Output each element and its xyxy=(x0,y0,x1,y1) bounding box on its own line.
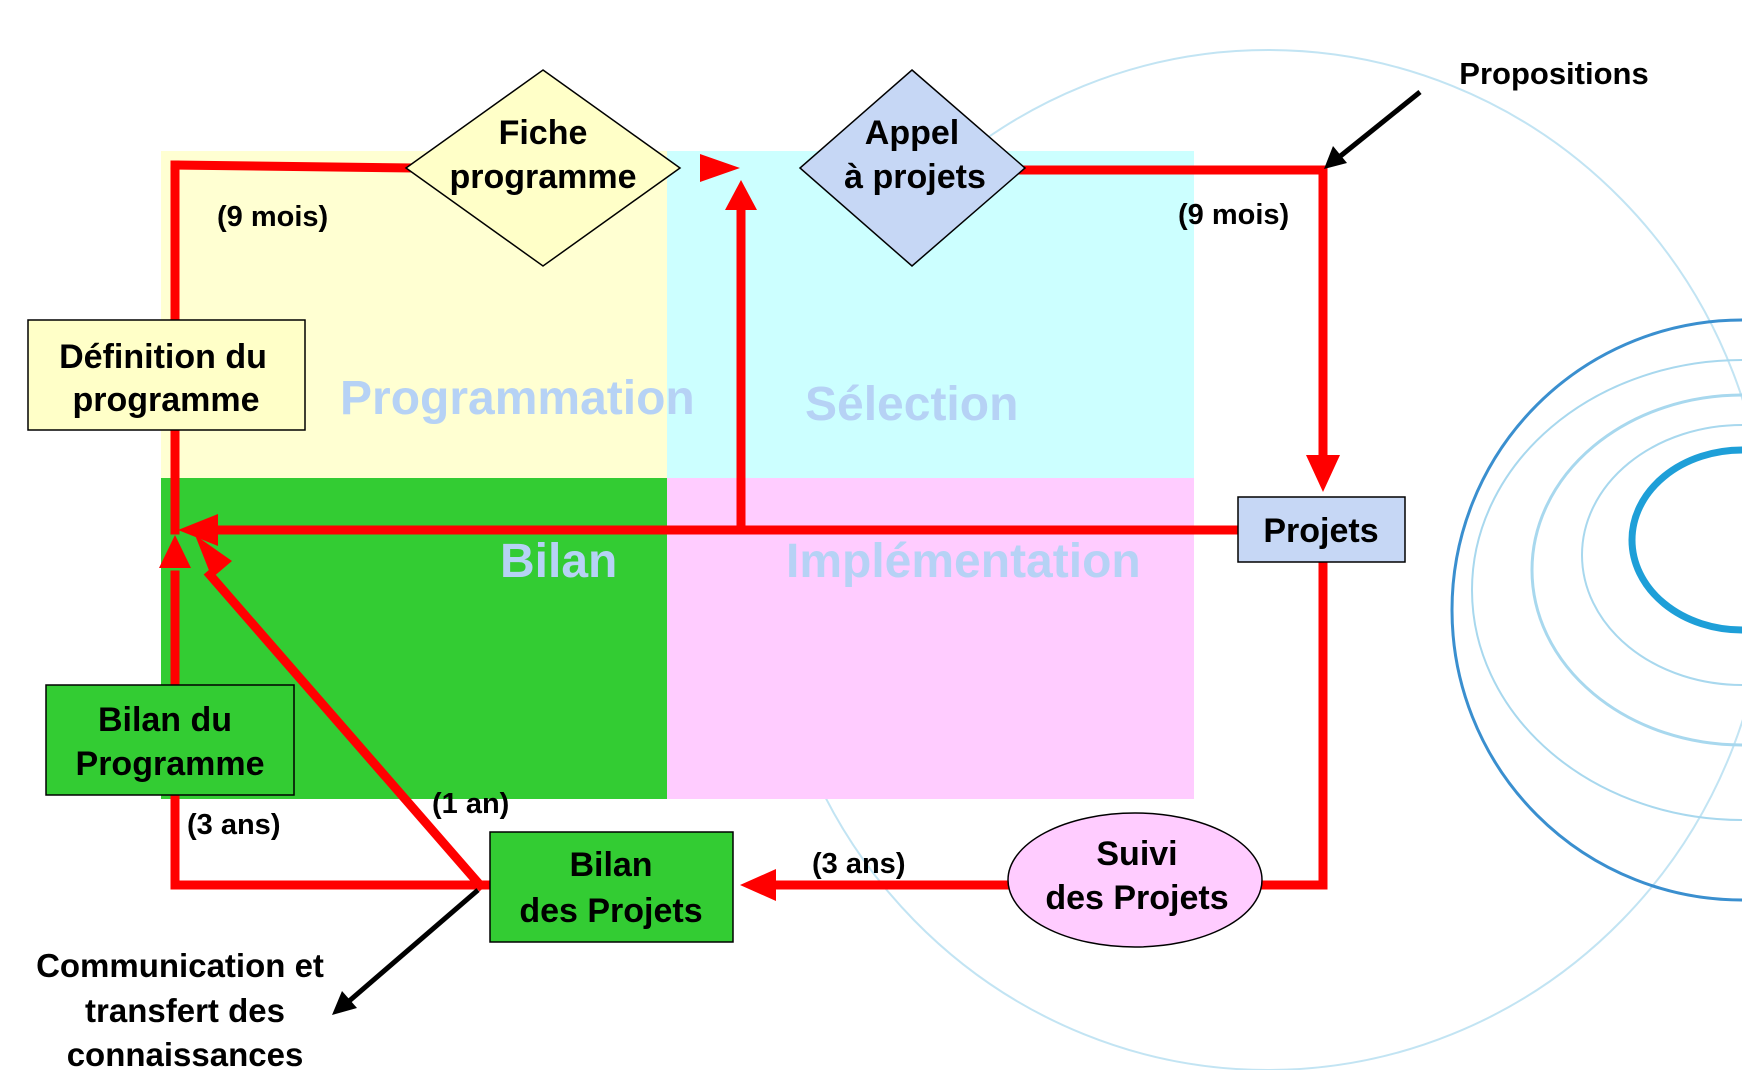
bilan-projets-node: Bilan des Projets xyxy=(489,831,734,943)
arrowhead-to-definition xyxy=(178,514,218,546)
flow-lines xyxy=(170,160,1328,892)
arrow-propositions xyxy=(1336,90,1422,160)
arrowhead-up-left xyxy=(159,535,191,568)
arrow-communication xyxy=(346,888,480,1004)
fiche-programme-node: Fiche programme xyxy=(404,69,682,267)
bilan-projets-line1: Bilan xyxy=(569,846,652,884)
definition-programme-box xyxy=(27,319,306,431)
bilan-programme-line2: Programme xyxy=(76,745,265,783)
duration-selection: (9 mois) xyxy=(1178,199,1289,231)
decorative-ring-2 xyxy=(1471,359,1742,821)
definition-programme-line2: programme xyxy=(72,381,259,419)
projets-label: Projets xyxy=(1263,512,1378,550)
flow-line-diagonal xyxy=(203,568,487,892)
external-arrows xyxy=(332,90,1422,1015)
arrowhead-to-bilan-projets xyxy=(740,869,776,901)
phase-label-implementation: Implémentation xyxy=(786,535,1141,588)
duration-bilan-projets: (1 an) xyxy=(432,788,509,820)
arrowhead-diagonal xyxy=(195,535,232,578)
arrowhead-communication xyxy=(332,991,357,1015)
appel-projets-line2: à projets xyxy=(844,158,986,196)
bilan-projets-box xyxy=(489,831,734,943)
bilan-programme-node: Bilan du Programme xyxy=(45,684,295,796)
decorative-ring-3 xyxy=(1530,393,1742,747)
appel-projets-line1: Appel xyxy=(865,114,959,152)
duration-programmation: (9 mois) xyxy=(217,201,328,233)
communication-line2: transfert des xyxy=(85,992,285,1029)
fiche-programme-line2: programme xyxy=(449,158,636,196)
definition-programme-node: Définition du programme xyxy=(27,319,306,431)
bilan-programme-box xyxy=(45,684,295,796)
arrowhead-to-appel xyxy=(700,154,740,182)
decorative-ring-inner xyxy=(1628,446,1742,634)
definition-programme-line1: Définition du xyxy=(59,338,267,376)
phase-label-bilan: Bilan xyxy=(500,535,617,588)
suivi-projets-ellipse xyxy=(1007,812,1263,948)
propositions-label: Propositions xyxy=(1459,56,1648,91)
duration-bilan-programme: (3 ans) xyxy=(187,809,280,841)
decorative-ring-4 xyxy=(1581,424,1742,686)
decorative-ring-outer xyxy=(1450,318,1742,902)
arrowhead-to-projets xyxy=(1306,455,1340,492)
suivi-projets-line2: des Projets xyxy=(1045,879,1228,917)
bilan-projets-line2: des Projets xyxy=(519,892,702,930)
bilan-programme-line1: Bilan du xyxy=(98,701,232,739)
projets-box xyxy=(1237,496,1406,563)
appel-projets-diamond xyxy=(798,69,1027,267)
flow-line-top-left xyxy=(170,160,415,173)
duration-implementation: (3 ans) xyxy=(812,848,905,880)
arrowhead-propositions xyxy=(1324,146,1347,169)
arrowhead-up-divider xyxy=(725,180,757,210)
fiche-programme-diamond xyxy=(404,69,682,267)
suivi-projets-line1: Suivi xyxy=(1096,835,1177,873)
flow-arrowheads xyxy=(159,154,1340,901)
communication-line1: Communication et xyxy=(36,947,324,984)
communication-line3: connaissances xyxy=(67,1036,304,1070)
phase-label-selection: Sélection xyxy=(805,378,1018,431)
fiche-programme-line1: Fiche xyxy=(499,114,588,152)
projets-node: Projets xyxy=(1237,496,1406,563)
phase-label-programmation: Programmation xyxy=(340,372,695,425)
appel-projets-node: Appel à projets xyxy=(798,69,1027,267)
suivi-projets-node: Suivi des Projets xyxy=(1007,812,1263,948)
